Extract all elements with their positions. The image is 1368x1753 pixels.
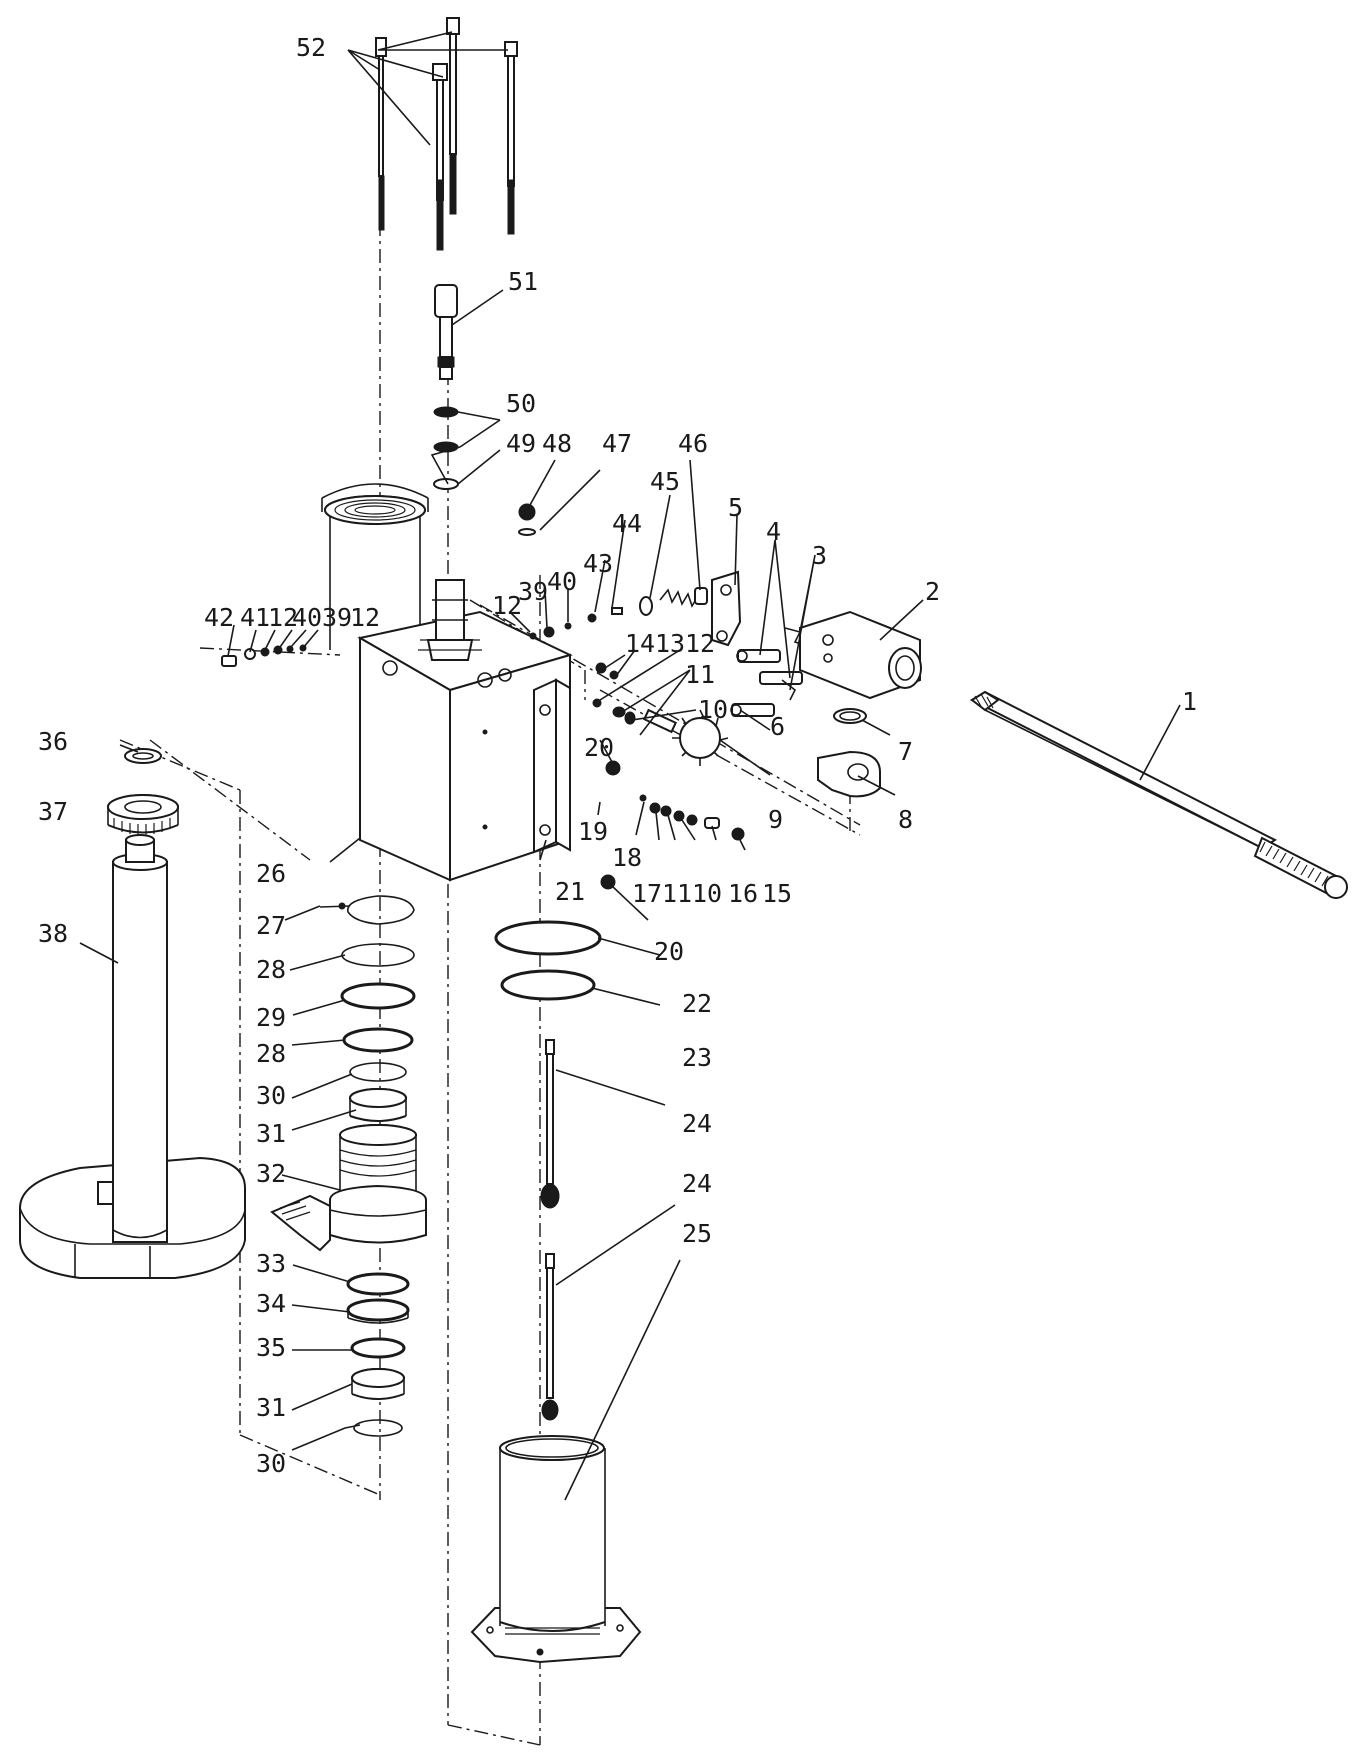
label-49: 49	[506, 429, 536, 458]
seals-lower	[346, 1272, 410, 1437]
label-29: 29	[256, 1003, 286, 1032]
plunger-9	[642, 708, 729, 766]
label-12d: 12	[685, 629, 715, 658]
label-36: 36	[38, 727, 68, 756]
label-12b: 12	[268, 603, 298, 632]
tie-bolts-52	[375, 17, 518, 251]
label-13: 13	[655, 629, 685, 658]
label-46: 46	[678, 429, 708, 458]
link-5	[711, 570, 742, 647]
label-6: 6	[770, 712, 785, 741]
label-11a: 11	[685, 660, 715, 689]
part-number-labels: 52 51 50 49 48 47 46 45 44 43 40 39 12 5…	[38, 33, 1197, 1478]
label-12c: 12	[350, 603, 380, 632]
label-23: 23	[682, 1043, 712, 1072]
label-31b: 31	[256, 1393, 286, 1422]
label-11b: 11	[662, 879, 692, 908]
label-25: 25	[682, 1219, 712, 1248]
label-40a: 40	[547, 567, 577, 596]
label-30b: 30	[256, 1449, 286, 1478]
label-10b: 10	[692, 879, 722, 908]
washer-36	[124, 748, 162, 764]
label-27: 27	[256, 911, 286, 940]
valve-parts-lower	[600, 760, 745, 890]
label-21: 21	[555, 877, 585, 906]
label-10a: 10	[698, 695, 728, 724]
label-45: 45	[650, 467, 680, 496]
label-20b: 20	[654, 937, 684, 966]
piston-32	[270, 1124, 427, 1252]
label-7: 7	[898, 737, 913, 766]
label-32: 32	[256, 1159, 286, 1188]
valve-parts-left	[221, 644, 307, 667]
nut-37	[107, 794, 179, 835]
label-22: 22	[682, 989, 712, 1018]
o-rings-22-23	[494, 920, 602, 1001]
pump-handle-1	[969, 690, 1348, 899]
label-40b: 40	[292, 603, 322, 632]
label-24b: 24	[682, 1169, 712, 1198]
label-9: 9	[768, 805, 783, 834]
label-8: 8	[898, 805, 913, 834]
label-52: 52	[296, 33, 326, 62]
label-37: 37	[38, 797, 68, 826]
label-3: 3	[812, 541, 827, 570]
ram-38	[19, 834, 246, 1279]
label-48: 48	[542, 429, 572, 458]
label-12a: 12	[492, 591, 522, 620]
label-41: 41	[240, 603, 270, 632]
label-35: 35	[256, 1333, 286, 1362]
label-17: 17	[632, 879, 662, 908]
label-18: 18	[612, 843, 642, 872]
label-31a: 31	[256, 1119, 286, 1148]
label-47: 47	[602, 429, 632, 458]
label-42: 42	[204, 603, 234, 632]
tubes-24	[540, 1039, 560, 1421]
clamp-8	[817, 750, 881, 798]
valve-parts-middle	[592, 662, 636, 725]
label-4: 4	[766, 517, 781, 546]
label-20a: 20	[584, 733, 614, 762]
label-38: 38	[38, 919, 68, 948]
label-44: 44	[612, 509, 642, 538]
valve-parts-upper	[529, 587, 708, 640]
label-33: 33	[256, 1249, 286, 1278]
label-39a: 39	[518, 577, 548, 606]
handle-socket-2	[799, 610, 922, 700]
label-16: 16	[728, 879, 758, 908]
reservoir-25	[470, 1435, 642, 1664]
label-28a: 28	[256, 955, 286, 984]
label-24a: 24	[682, 1109, 712, 1138]
plug-48-47	[518, 503, 536, 536]
label-50: 50	[506, 389, 536, 418]
label-15: 15	[762, 879, 792, 908]
leader-lines	[79, 31, 1181, 1501]
label-5: 5	[728, 493, 743, 522]
pump-body-26	[321, 483, 573, 882]
seals-stack	[319, 895, 416, 1122]
label-30a: 30	[256, 1081, 286, 1110]
label-19: 19	[578, 817, 608, 846]
label-1: 1	[1182, 687, 1197, 716]
label-34: 34	[256, 1289, 286, 1318]
release-screw-51	[434, 284, 458, 380]
label-2: 2	[925, 577, 940, 606]
label-14: 14	[625, 629, 655, 658]
label-51: 51	[508, 267, 538, 296]
label-39b: 39	[322, 603, 352, 632]
ring-7	[833, 708, 867, 724]
label-26: 26	[256, 859, 286, 888]
label-28b: 28	[256, 1039, 286, 1068]
label-43: 43	[583, 549, 613, 578]
